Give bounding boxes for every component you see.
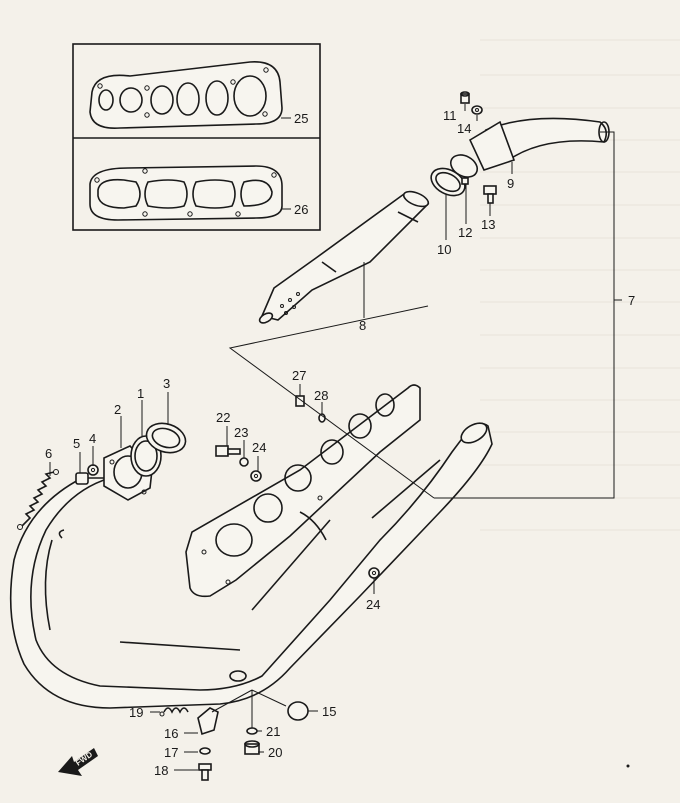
part-label-24-lower: 24 <box>366 597 380 612</box>
washer-14-shape <box>471 105 483 115</box>
plug-20-shape <box>244 740 260 755</box>
forward-direction-arrow: FWD <box>58 748 98 776</box>
part-label-23: 23 <box>234 425 248 440</box>
part-label-5: 5 <box>73 436 80 451</box>
bolt-22-shape <box>215 445 241 457</box>
bolt-11-shape <box>460 91 470 104</box>
leader-lines <box>49 104 622 771</box>
part-label-28: 28 <box>314 388 328 403</box>
part-label-2: 2 <box>114 402 121 417</box>
part-labels: 1 2 3 4 5 6 7 8 9 10 11 12 13 14 15 16 1… <box>45 108 635 778</box>
spring-6-shape <box>17 469 59 530</box>
cap-15-shape <box>287 701 309 721</box>
part-label-4: 4 <box>89 431 96 446</box>
part-label-3: 3 <box>163 376 170 391</box>
part-label-12: 12 <box>458 225 472 240</box>
part-label-25: 25 <box>294 111 308 126</box>
part-label-6: 6 <box>45 446 52 461</box>
part-label-27: 27 <box>292 368 306 383</box>
muffler-8-shape <box>258 190 430 324</box>
part-label-9: 9 <box>507 176 514 191</box>
part-label-24-upper: 24 <box>252 440 266 455</box>
washer-21-shape <box>246 727 258 735</box>
washer-23-shape <box>239 457 249 467</box>
bolt-13-shape <box>483 185 497 204</box>
part-label-19: 19 <box>129 705 143 720</box>
washer-17-shape <box>199 747 211 755</box>
part-label-21: 21 <box>266 724 280 739</box>
part-label-8: 8 <box>359 318 366 333</box>
stray-dot <box>626 764 630 768</box>
part-label-1: 1 <box>137 386 144 401</box>
part-label-7: 7 <box>628 293 635 308</box>
part-label-11: 11 <box>443 108 457 123</box>
washer-24b-shape <box>368 567 380 579</box>
spring-19-shape <box>159 707 189 717</box>
silencer-assembly <box>258 91 610 324</box>
part-label-26: 26 <box>294 202 308 217</box>
gasket-3-shape <box>145 422 187 454</box>
nut-5-shape <box>75 472 89 485</box>
part-label-15: 15 <box>322 704 336 719</box>
clamp-ring-12-shape <box>449 154 479 185</box>
part-label-22: 22 <box>216 410 230 425</box>
gasket-inset-box <box>72 43 321 231</box>
part-label-13: 13 <box>481 217 495 232</box>
connecting-pipe-9-shape <box>468 117 610 171</box>
washer-24a-shape <box>250 470 262 482</box>
washer-4-shape <box>87 464 99 476</box>
bleed-through-texture <box>480 39 680 531</box>
bracket-16-shape <box>197 707 219 736</box>
clamp-ring-10-shape <box>430 167 466 197</box>
part-label-18: 18 <box>154 763 168 778</box>
part-label-20: 20 <box>268 745 282 760</box>
part-label-17: 17 <box>164 745 178 760</box>
bolt-18-shape <box>198 763 212 781</box>
part-label-14: 14 <box>457 121 471 136</box>
gasket-26-shape <box>89 165 283 221</box>
part-label-16: 16 <box>164 726 178 741</box>
gasket-25-shape <box>89 61 283 129</box>
heat-shield-shape <box>185 384 421 598</box>
exhaust-pipe-shape <box>9 422 493 709</box>
part-label-10: 10 <box>437 242 451 257</box>
